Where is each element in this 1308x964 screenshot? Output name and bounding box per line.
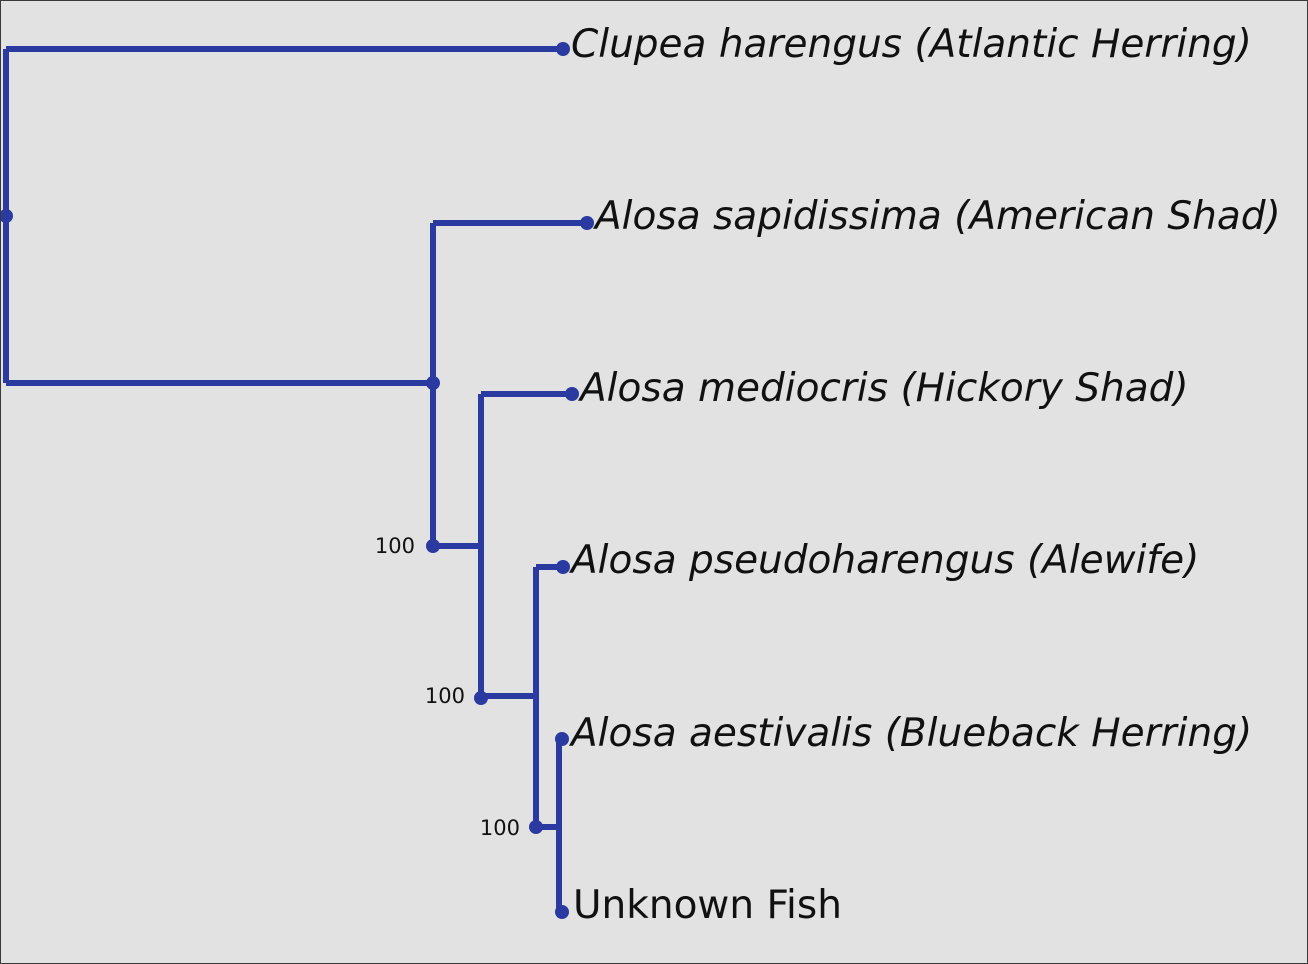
tip-dot-sapidissima [580, 216, 594, 230]
node-dot-support-2 [474, 691, 488, 705]
node-dot-alosa [426, 376, 440, 390]
support-value-3: 100 [479, 816, 520, 840]
node-dot-support-1 [426, 539, 440, 553]
leaf-label-aestivalis: Alosa aestivalis (Blueback Herring) [571, 711, 1253, 756]
node-dot-support-3 [529, 820, 543, 834]
tip-dot-aestivalis [555, 732, 569, 746]
tip-dot-clupea [556, 42, 570, 56]
leaf-label-mediocris: Alosa mediocris (Hickory Shad) [580, 366, 1189, 411]
tip-dot-mediocris [565, 387, 579, 401]
support-value-2: 100 [424, 684, 465, 708]
leaf-label-unknown: Unknown Fish [573, 883, 842, 928]
leaf-label-sapidissima: Alosa sapidissima (American Shad) [595, 194, 1281, 239]
leaf-label-pseudoharengus: Alosa pseudoharengus (Alewife) [571, 538, 1200, 583]
tip-dot-unknown [555, 905, 569, 919]
leaf-label-clupea: Clupea harengus (Atlantic Herring) [571, 22, 1252, 67]
node-dot-root [1, 209, 13, 223]
tip-dot-pseudoharengus [556, 560, 570, 574]
support-value-1: 100 [374, 534, 415, 558]
